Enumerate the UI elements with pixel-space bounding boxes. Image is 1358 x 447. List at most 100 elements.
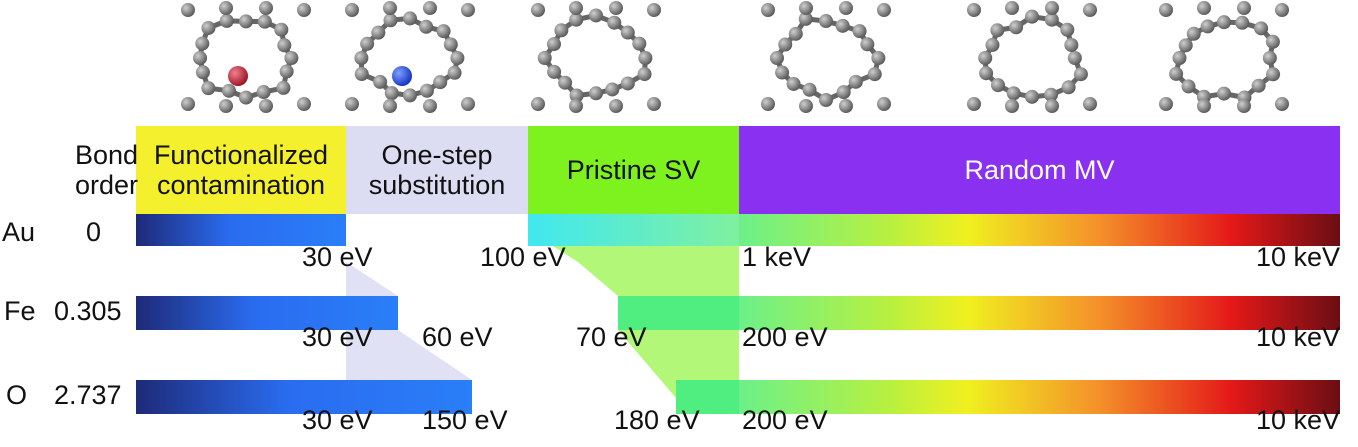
dopant-atom: [392, 66, 412, 86]
carbon-atom: [419, 20, 433, 34]
carbon-atom: [219, 99, 233, 113]
carbon-atom: [1266, 35, 1280, 49]
au-energy-label: 100 eV: [480, 242, 566, 272]
carbon-atom: [638, 51, 652, 65]
mv-structure-1: [761, 1, 891, 113]
carbon-atom: [420, 84, 434, 98]
carbon-atom: [433, 75, 447, 89]
row-bond-order-au: 0: [86, 217, 101, 247]
carbon-atom: [284, 51, 298, 65]
carbon-atom: [609, 1, 623, 15]
carbon-atom: [444, 37, 458, 51]
carbon-atom: [558, 76, 572, 90]
carbon-atom: [569, 99, 583, 113]
carbon-atom: [985, 38, 999, 52]
carbon-atom: [849, 75, 863, 89]
o-energy-label: 150 eV: [422, 405, 508, 435]
carbon-atom: [403, 11, 417, 25]
o-energy-label: 30 eV: [302, 405, 373, 435]
carbon-atom: [383, 13, 397, 27]
carbon-atom: [1254, 21, 1268, 35]
carbon-atom: [1159, 97, 1173, 111]
carbon-atom: [1252, 79, 1266, 93]
carbon-atom: [274, 23, 288, 37]
carbon-atom: [609, 99, 623, 113]
carbon-atom: [1197, 1, 1211, 15]
carbon-atom: [621, 26, 635, 40]
carbon-atom: [1074, 67, 1088, 81]
carbon-atom: [778, 37, 792, 51]
row-element-o: O: [6, 380, 27, 410]
carbon-atom: [1179, 38, 1193, 52]
carbon-atom: [775, 66, 789, 80]
carbon-atom: [423, 99, 437, 113]
carbon-atom: [1187, 27, 1201, 41]
carbon-atom: [1237, 1, 1251, 15]
carbon-atom: [1197, 99, 1211, 113]
mv-structure-2: [967, 1, 1097, 113]
carbon-atom: [196, 65, 210, 79]
carbon-atom: [1275, 3, 1289, 17]
carbon-atom: [589, 8, 603, 22]
carbon-atom: [461, 3, 475, 17]
carbon-atom: [860, 37, 874, 51]
o-energy-label: 10 keV: [1256, 405, 1340, 435]
carbon-atom: [1201, 19, 1215, 33]
carbon-atom: [181, 3, 195, 17]
carbon-atom: [437, 24, 451, 38]
carbon-atom: [1172, 51, 1186, 65]
carbon-atom: [569, 1, 583, 15]
carbon-atom: [531, 3, 545, 17]
carbon-atom: [787, 77, 801, 91]
carbon-atom: [1005, 99, 1019, 113]
pristine-sv-structure: [531, 1, 661, 113]
row-bond-order-fe: 0.305: [54, 296, 122, 326]
carbon-atom: [531, 97, 545, 111]
carbon-atom: [1009, 20, 1023, 34]
au-energy-label: 10 keV: [1256, 242, 1340, 272]
carbon-atom: [991, 78, 1005, 92]
carbon-atom: [259, 1, 273, 15]
carbon-atom: [354, 51, 368, 65]
carbon-atom: [770, 51, 784, 65]
au-bar-high: [739, 214, 1340, 246]
carbon-atom: [1263, 51, 1277, 65]
o-bar-high: [739, 380, 1340, 414]
carbon-atom: [1275, 97, 1289, 111]
carbon-atom: [1217, 87, 1231, 101]
carbon-atom: [1062, 80, 1076, 94]
fe-bar-high: [739, 296, 1340, 330]
carbon-atom: [761, 3, 775, 17]
substitution-structure: [345, 1, 475, 113]
carbon-atom: [373, 75, 387, 89]
category-pristine-sv: Pristine SV: [528, 126, 739, 214]
carbon-atom: [259, 99, 273, 113]
au-energy-label: 30 eV: [302, 242, 373, 272]
carbon-atom: [1159, 3, 1173, 17]
carbon-atom: [589, 86, 603, 100]
carbon-atom: [632, 37, 646, 51]
row-bond-order-o: 2.737: [54, 380, 122, 410]
carbon-atom: [277, 38, 291, 52]
carbon-atom: [638, 67, 652, 81]
carbon-atom: [868, 67, 882, 81]
carbon-atom: [607, 16, 621, 30]
carbon-atom: [280, 64, 294, 78]
carbon-atom: [605, 82, 619, 96]
carbon-atom: [1007, 86, 1021, 100]
carbon-atom: [837, 85, 851, 99]
carbon-atom: [877, 3, 891, 17]
carbon-atom: [647, 97, 661, 111]
category-random-mv: Random MV: [739, 126, 1340, 214]
carbon-atom: [803, 83, 817, 97]
carbon-atom: [1237, 99, 1251, 113]
carbon-atom: [195, 37, 209, 51]
carbon-atom: [345, 3, 359, 17]
carbon-atom: [799, 1, 813, 15]
carbon-atom: [448, 66, 462, 80]
carbon-atom: [1045, 99, 1059, 113]
